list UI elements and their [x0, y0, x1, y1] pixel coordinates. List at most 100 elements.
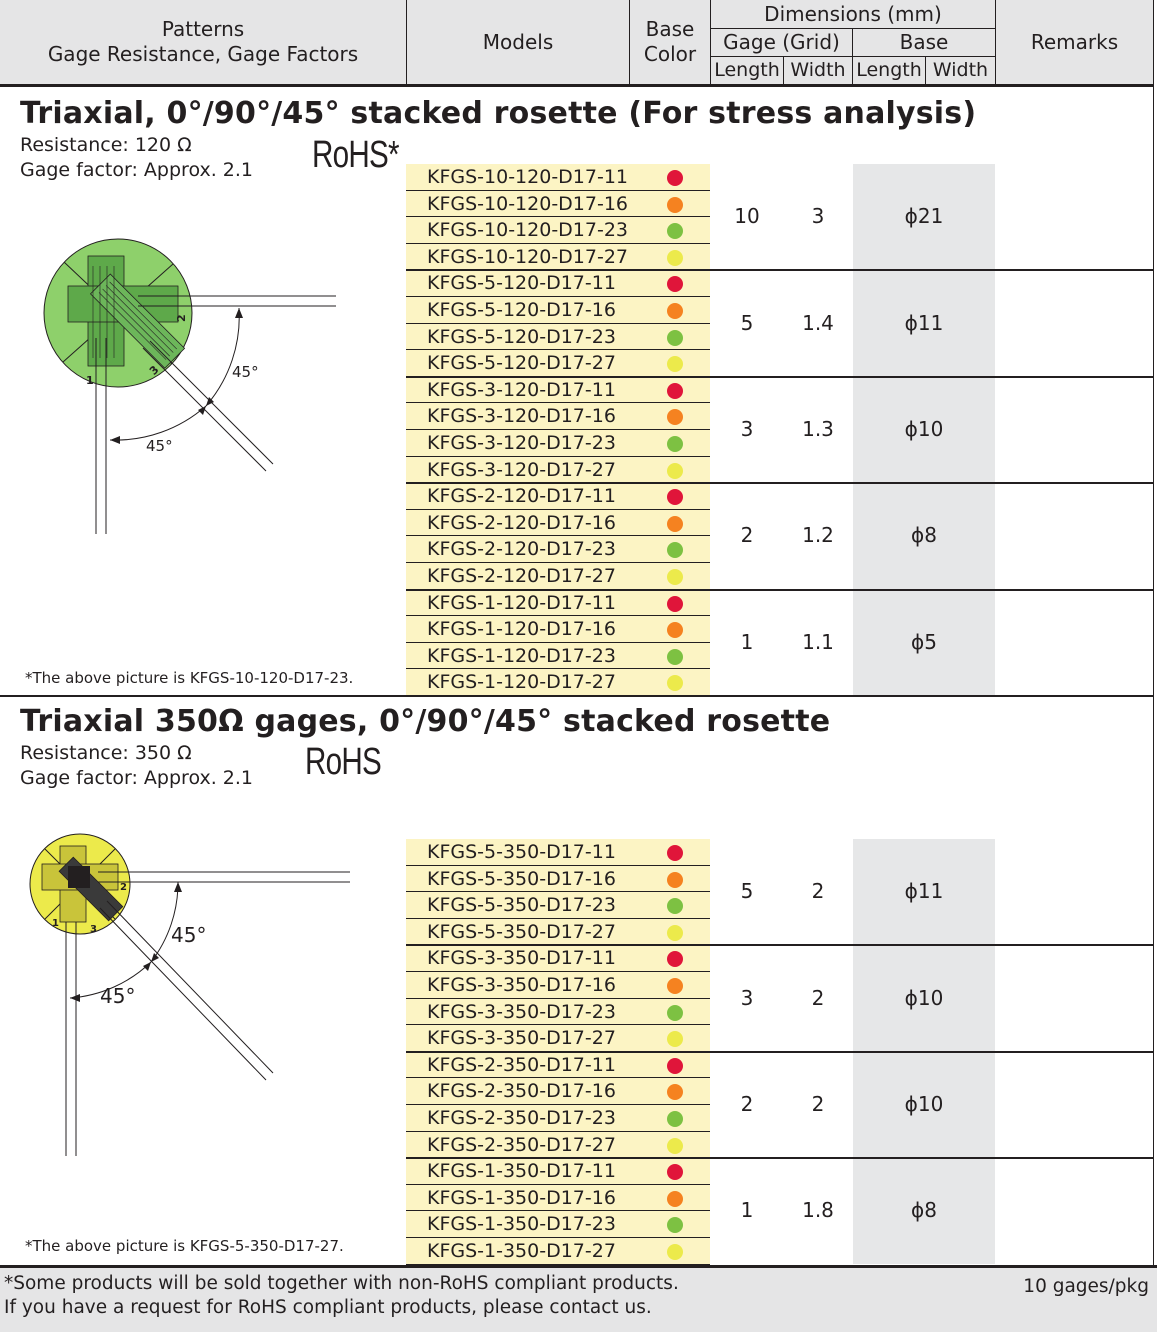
model-name: KFGS-10-120-D17-16: [427, 192, 629, 215]
model-row: KFGS-5-120-D17-11: [406, 270, 710, 297]
gage-length-value: 1: [740, 629, 754, 654]
model-row: KFGS-2-350-D17-27: [406, 1131, 710, 1159]
base-color-red-dot: [667, 1164, 683, 1181]
base-diameter-value: ϕ11: [904, 310, 944, 335]
rohs-mark: RoHS: [305, 741, 382, 783]
model-row: KFGS-1-120-D17-23: [406, 642, 710, 670]
model-name: KFGS-3-350-D17-16: [427, 973, 616, 996]
model-row: KFGS-3-350-D17-23: [406, 998, 710, 1026]
footnote-line-2: If you have a request for RoHS compliant…: [4, 1297, 652, 1318]
gage-width-value: 2: [811, 985, 825, 1010]
svg-text:1: 1: [86, 374, 94, 387]
gage-width-value: 1.8: [802, 1198, 834, 1223]
model-name: KFGS-5-350-D17-27: [427, 920, 616, 943]
model-row: KFGS-5-120-D17-23: [406, 323, 710, 351]
base-color-yellow-dot: [667, 249, 683, 266]
base-color-green-dot: [667, 1110, 683, 1127]
base-dim-header: Base: [853, 29, 995, 56]
model-name: KFGS-1-350-D17-27: [427, 1239, 616, 1262]
model-row: KFGS-2-120-D17-27: [406, 562, 710, 590]
model-row: KFGS-5-350-D17-11: [406, 839, 710, 866]
model-row: KFGS-5-120-D17-27: [406, 350, 710, 377]
model-row: KFGS-10-120-D17-11: [406, 164, 710, 191]
model-name: KFGS-5-120-D17-27: [427, 352, 616, 375]
model-row: KFGS-2-350-D17-11: [406, 1051, 710, 1079]
section-title: Triaxial 350Ω gages, 0°/90°/45° stacked …: [20, 704, 831, 739]
model-row: KFGS-3-120-D17-16: [406, 403, 710, 430]
base-color-orange-dot: [667, 871, 683, 888]
base-color-orange-dot: [667, 977, 683, 994]
model-row: KFGS-3-350-D17-11: [406, 945, 710, 972]
angle-label-b: 45°: [100, 984, 135, 1008]
gage-width-value: 1.1: [802, 629, 834, 654]
model-row: KFGS-3-120-D17-11: [406, 376, 710, 404]
model-name: KFGS-2-350-D17-16: [427, 1080, 616, 1103]
base-color-orange-dot: [667, 1084, 683, 1101]
model-row: KFGS-2-350-D17-23: [406, 1104, 710, 1132]
base-color-header: Base Color: [630, 0, 710, 84]
model-name: KFGS-3-350-D17-23: [427, 1000, 616, 1023]
remarks-label: Remarks: [1030, 29, 1119, 54]
model-name: KFGS-2-350-D17-23: [427, 1106, 616, 1129]
gage-length-value: 3: [740, 417, 754, 441]
gage-length-value: 5: [740, 879, 754, 904]
base-color-red-dot: [667, 595, 683, 612]
base-color-yellow-dot: [667, 675, 683, 692]
base-color-red-dot: [667, 845, 683, 861]
model-row: KFGS-1-350-D17-16: [406, 1184, 710, 1212]
remarks-header: Remarks: [996, 0, 1153, 84]
gage-length-header: Length: [711, 57, 783, 84]
base-color-green-dot: [667, 1004, 683, 1021]
base-color-orange-dot: [667, 515, 683, 532]
picture-note: *The above picture is KFGS-5-350-D17-27.: [25, 1237, 344, 1255]
base-dimension-column: [853, 164, 995, 696]
model-name: KFGS-5-120-D17-16: [427, 298, 616, 321]
base-width-header: Width: [926, 57, 995, 84]
model-row: KFGS-1-350-D17-11: [406, 1158, 710, 1185]
model-row: KFGS-2-120-D17-23: [406, 536, 710, 563]
base-color-yellow-dot: [667, 924, 683, 941]
base-color-yellow-dot: [667, 462, 683, 479]
gage-width-header: Width: [784, 57, 852, 84]
base-color-orange-dot: [667, 196, 683, 213]
gage-length-value: 1: [740, 1198, 754, 1223]
model-name: KFGS-2-120-D17-23: [427, 538, 616, 561]
model-row: KFGS-5-350-D17-23: [406, 892, 710, 919]
base-diameter-value: ϕ10: [904, 1092, 944, 1116]
base-length-label: Length: [856, 59, 922, 81]
model-name: KFGS-2-120-D17-11: [427, 485, 616, 508]
package-quantity: 10 gages/pkg: [1023, 1276, 1149, 1297]
base-color-red-dot: [667, 170, 683, 186]
gage-grid-label: Gage (Grid): [723, 30, 840, 54]
base-color-green-dot: [667, 223, 683, 240]
models-label: Models: [482, 29, 554, 54]
base-color-orange-dot: [667, 302, 683, 319]
model-row: KFGS-2-120-D17-16: [406, 509, 710, 537]
model-name: KFGS-1-120-D17-27: [427, 671, 616, 694]
base-color-red-dot: [667, 489, 683, 506]
model-row: KFGS-1-350-D17-27: [406, 1237, 710, 1265]
base-color-label-2: Color: [643, 42, 697, 66]
base-color-yellow-dot: [667, 568, 683, 585]
base-width-label: Width: [932, 59, 989, 81]
base-diameter-value: ϕ11: [904, 879, 944, 904]
model-row: KFGS-10-120-D17-27: [406, 243, 710, 271]
dimensions-label: Dimensions (mm): [764, 2, 942, 26]
rosette-diagram-350: 1 2 3 45° 45°: [29, 833, 350, 1156]
model-name: KFGS-3-350-D17-27: [427, 1027, 616, 1050]
model-name: KFGS-2-350-D17-11: [427, 1053, 616, 1076]
base-color-red-dot: [667, 276, 683, 293]
model-name: KFGS-2-120-D17-27: [427, 564, 616, 587]
base-color-red-dot: [667, 951, 683, 968]
base-diameter-value: ϕ10: [904, 985, 944, 1010]
dimensions-header: Dimensions (mm): [711, 2, 995, 27]
gage-grid-header: Gage (Grid): [711, 29, 852, 56]
model-row: KFGS-5-120-D17-16: [406, 296, 710, 324]
base-color-yellow-dot: [667, 1243, 683, 1260]
rosette-diagram-120: 1 2 3 45° 45°: [43, 238, 336, 534]
model-name: KFGS-1-350-D17-23: [427, 1213, 616, 1236]
gage-width-label: Width: [790, 59, 846, 81]
footnote-line-1: *Some products will be sold together wit…: [4, 1273, 679, 1294]
model-row: KFGS-3-120-D17-23: [406, 429, 710, 457]
